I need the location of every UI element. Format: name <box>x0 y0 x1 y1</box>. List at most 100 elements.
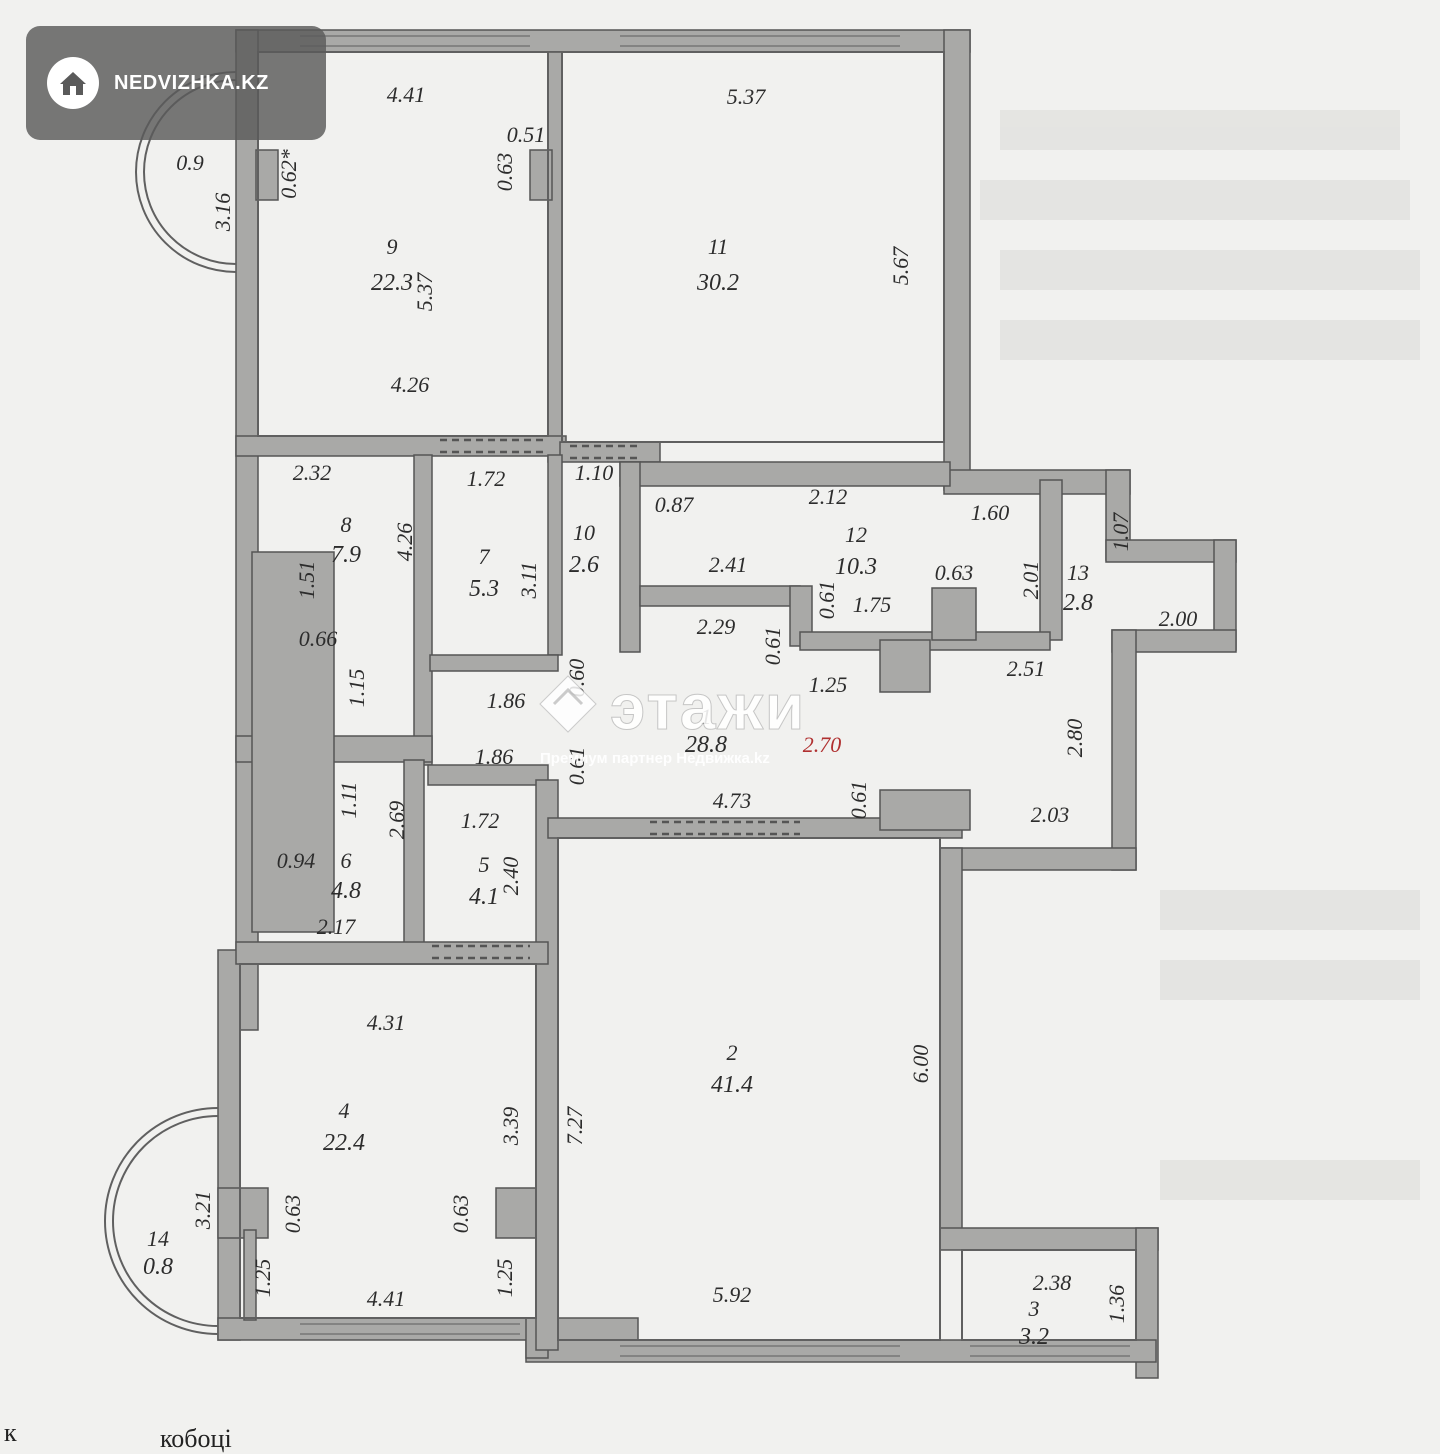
dimension: 5.37 <box>727 84 767 109</box>
room-area: 41.4 <box>711 1072 753 1098</box>
room-area: 22.3 <box>371 270 413 296</box>
dimension: 1.11 <box>336 782 361 819</box>
dimension: 2.29 <box>697 614 736 639</box>
balconies <box>104 71 237 1335</box>
dimension: 4.26 <box>391 372 430 397</box>
dimension: 2.17 <box>317 914 357 939</box>
watermark-logo: этажи <box>609 671 807 744</box>
background-text <box>980 110 1420 1200</box>
room-area: 22.4 <box>323 1130 365 1156</box>
dimension: 0.63 <box>492 153 517 192</box>
room-area: 2.6 <box>569 552 599 578</box>
dimension: 4.31 <box>367 1010 406 1035</box>
dimension: 2.03 <box>1031 802 1070 827</box>
dimension: 2.38 <box>1033 1270 1072 1295</box>
footer-text-middle: кобоці <box>160 1424 232 1453</box>
room-number: 10 <box>573 520 595 545</box>
dimension: 1.86 <box>487 688 526 713</box>
dimension: 1.51 <box>294 561 319 600</box>
room-number: 4 <box>339 1098 350 1123</box>
dimension: 0.61 <box>760 627 785 666</box>
dimension: 2.12 <box>809 484 848 509</box>
room-area: 4.8 <box>331 878 361 904</box>
watermark: этажи Премиум партнер Недвижка.kz <box>530 670 950 780</box>
dimension: 3.16 <box>210 193 235 233</box>
room-area: 28.8 <box>685 732 727 758</box>
dimension: 5.92 <box>713 1282 752 1307</box>
dimension: 1.25 <box>250 1259 275 1298</box>
dimension: 5.67 <box>888 246 913 286</box>
dimension: 1.60 <box>971 500 1010 525</box>
dimension: 2.51 <box>1007 656 1046 681</box>
room-number: 3 <box>1028 1296 1040 1321</box>
dimension: 2.01 <box>1018 561 1043 600</box>
dimension: 2.70 <box>803 732 842 757</box>
dimension: 0.87 <box>655 492 695 517</box>
windows <box>300 35 1130 1357</box>
dimension: 2.80 <box>1062 719 1087 758</box>
room-area: 0.8 <box>143 1254 173 1280</box>
dimension: 3.11 <box>516 562 541 600</box>
dimension: 2.41 <box>709 552 748 577</box>
dimension: 2.69 <box>384 801 409 840</box>
room-number: 6 <box>341 848 352 873</box>
dimension: 1.15 <box>344 669 369 708</box>
room-number: 8 <box>341 512 352 537</box>
watermark-subtitle: Премиум партнер Недвижка.kz <box>540 750 770 767</box>
dimension: 7.27 <box>562 1106 587 1146</box>
dimension: 1.10 <box>575 460 614 485</box>
dimension: 1.72 <box>467 466 506 491</box>
dimension: 4.26 <box>392 523 417 562</box>
dimension: 1.72 <box>461 808 500 833</box>
room-number: 11 <box>708 234 728 259</box>
room-number: 12 <box>845 522 867 547</box>
dimension: 0.63 <box>448 1195 473 1234</box>
room-number: 13 <box>1067 560 1089 585</box>
room-outlines <box>239 51 1137 1341</box>
house-icon <box>47 57 99 109</box>
dimension: 2.40 <box>498 857 523 896</box>
dimension: 0.63 <box>280 1195 305 1234</box>
room-area: 3.2 <box>1018 1324 1049 1350</box>
footer-text-left: к <box>4 1418 17 1447</box>
dimension: 2.32 <box>293 460 332 485</box>
dimension: 0.61 <box>814 581 839 620</box>
site-name: NEDVIZHKA.KZ <box>114 71 269 94</box>
room-area: 7.9 <box>331 542 361 568</box>
dimension: 0.62* <box>276 149 301 199</box>
dimension: 6.00 <box>908 1045 933 1084</box>
room-number: 2 <box>727 1040 738 1065</box>
dimension: 1.36 <box>1104 1285 1129 1324</box>
dimension: 1.86 <box>475 744 514 769</box>
dimension: 0.66 <box>299 626 338 651</box>
dimension: 1.25 <box>809 672 848 697</box>
dimension: 4.73 <box>713 788 752 813</box>
room-area: 30.2 <box>696 270 739 296</box>
dimension: 1.75 <box>853 592 892 617</box>
room-area: 2.8 <box>1063 590 1093 616</box>
dimension: 3.21 <box>190 1191 215 1231</box>
dimension: 4.41 <box>387 82 426 107</box>
dimension: 5.37 <box>412 272 437 312</box>
room-area: 5.3 <box>469 576 499 602</box>
dimension: 0.61 <box>564 747 589 786</box>
dimension: 4.41 <box>367 1286 406 1311</box>
dimension: 3.39 <box>498 1107 523 1147</box>
room-number: 9 <box>387 234 398 259</box>
dimension: 0.9 <box>176 150 204 175</box>
room-number: 1 <box>701 704 712 729</box>
dimension: 2.00 <box>1159 606 1198 631</box>
room-number: 14 <box>147 1226 169 1251</box>
dimension: 0.94 <box>277 848 316 873</box>
doors <box>432 438 800 960</box>
watermark-logo-icon <box>539 675 597 733</box>
dimension: 1.25 <box>492 1259 517 1298</box>
room-number: 5 <box>479 852 490 877</box>
dimension: 0.61 <box>846 781 871 820</box>
room-labels: 9 22.3 11 30.2 8 7.9 7 5.3 10 2.6 12 10.… <box>143 234 1093 1350</box>
dimension-labels: 4.41 0.62* 0.51 0.63 0.9 3.16 5.37 4.26 … <box>176 82 1197 1323</box>
dimension: 0.63 <box>935 560 974 585</box>
site-badge[interactable]: NEDVIZHKA.KZ <box>26 26 326 140</box>
dimension: 1.07 <box>1108 512 1133 552</box>
